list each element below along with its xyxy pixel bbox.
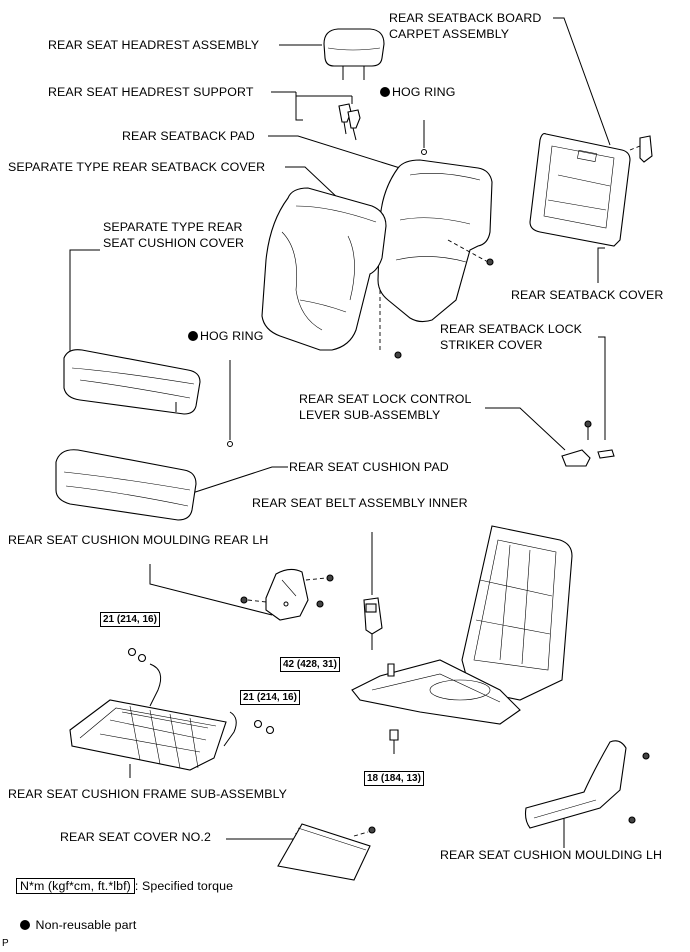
label-seatback-board-line1: REAR SEATBACK BOARD: [389, 11, 542, 25]
label-seatback-pad: REAR SEATBACK PAD: [122, 129, 255, 143]
legend-nonreusable: Non-reusable part: [20, 918, 136, 933]
moulding-rear-lh-drawing: [240, 568, 334, 621]
legend-nonreusable-text: Non-reusable part: [35, 918, 137, 932]
headrest-drawing: [323, 28, 385, 80]
label-lock-striker-line1: REAR SEATBACK LOCK: [440, 322, 583, 336]
nonreusable-dot-icon: [380, 87, 390, 97]
label-cushion-cover-line1: SEPARATE TYPE REAR: [103, 220, 243, 234]
label-seatback-board-line2: CARPET ASSEMBLY: [389, 27, 510, 41]
hog-ring-1-text: HOG RING: [392, 85, 456, 99]
label-lock-control-line2: LEVER SUB-ASSEMBLY: [299, 408, 441, 422]
label-frame-sub-assembly: REAR SEAT CUSHION FRAME SUB-ASSEMBLY: [8, 787, 287, 801]
seatback-cover-drawing: [261, 187, 387, 351]
headrest-support-drawing: [338, 103, 361, 141]
legend-torque: N*m (kgf*cm, ft.*lbf): Specified torque: [16, 878, 234, 894]
cushion-pad-drawing: [55, 449, 197, 521]
legend-torque-text: : Specified torque: [134, 879, 234, 893]
label-hog-ring-2: HOG RING: [188, 329, 263, 344]
torque-spec-3: 42 (428, 31): [280, 657, 340, 672]
leader-lines: [69, 17, 611, 848]
legend-torque-box: N*m (kgf*cm, ft.*lbf): [16, 878, 135, 894]
label-cushion-pad: REAR SEAT CUSHION PAD: [289, 460, 449, 474]
label-separate-seatback-cover: SEPARATE TYPE REAR SEATBACK COVER: [8, 160, 266, 174]
cushion-cover-drawing: [63, 349, 201, 415]
seatback-frame-drawing: [351, 525, 573, 754]
torque-spec-1: 21 (214, 16): [100, 612, 160, 627]
label-moulding-rear-lh: REAR SEAT CUSHION MOULDING REAR LH: [8, 533, 269, 547]
torque-spec-2: 21 (214, 16): [240, 690, 300, 705]
nonreusable-dot-icon: [20, 920, 30, 930]
cushion-frame-drawing: [69, 663, 237, 771]
corner-mark: P: [2, 938, 9, 949]
label-lock-striker-line2: STRIKER COVER: [440, 338, 543, 352]
nonreusable-dot-icon: [188, 331, 198, 341]
cover-no2-drawing: [277, 823, 376, 881]
torque-spec-4: 18 (184, 13): [364, 771, 424, 786]
moulding-lh-drawing: [524, 740, 650, 829]
label-hog-ring-1: HOG RING: [380, 85, 455, 100]
lock-control-drawing: [561, 420, 615, 467]
label-headrest-support: REAR SEAT HEADREST SUPPORT: [48, 85, 254, 99]
label-cushion-cover-line2: SEAT CUSHION COVER: [103, 236, 245, 250]
bolts-drawing: [127, 647, 275, 735]
hog-ring-2-text: HOG RING: [200, 329, 264, 343]
label-moulding-lh: REAR SEAT CUSHION MOULDING LH: [440, 848, 663, 862]
label-lock-control-line1: REAR SEAT LOCK CONTROL: [299, 392, 472, 406]
label-belt-inner: REAR SEAT BELT ASSEMBLY INNER: [252, 496, 468, 510]
seatback-pad-drawing: [377, 159, 493, 352]
seatback-board-drawing: [529, 133, 653, 247]
label-cover-no2: REAR SEAT COVER NO.2: [60, 830, 211, 844]
label-seatback-cover: REAR SEATBACK COVER: [511, 288, 664, 302]
label-headrest-assembly: REAR SEAT HEADREST ASSEMBLY: [48, 38, 260, 52]
seat-belt-drawing: [363, 597, 383, 650]
